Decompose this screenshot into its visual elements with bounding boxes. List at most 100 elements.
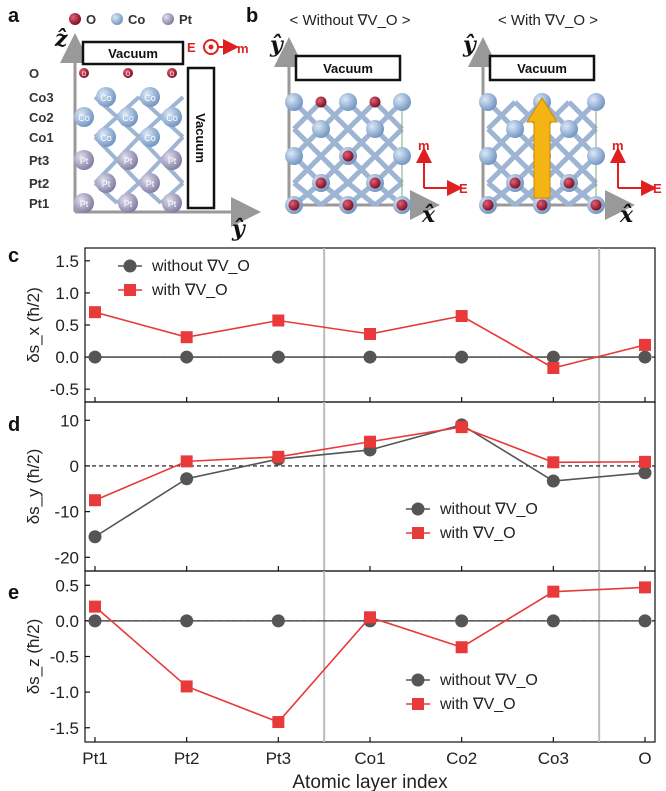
chart-e-series-0-point [546,614,560,628]
chart-c-series-1-point [639,338,651,351]
chart-c-ytick-label: 1.0 [55,284,79,303]
legend-o-label: O [86,12,96,27]
panel-a-pt-atom [162,193,182,213]
panel-b-bond [292,100,323,131]
panel-b-gradient-arrow-icon [526,97,558,199]
chart-e-xtick-label: O [638,749,651,768]
panel-a-co-atom [96,87,116,107]
chart-c: -0.50.00.51.01.5δs_x (ħ/2)without ∇V_Owi… [24,247,656,403]
chart-e-ylabel: δs_z (ħ/2) [24,619,43,695]
chart-d-series-0-point [180,472,194,486]
chart-c-series-0-point [180,350,194,364]
chart-d-series-0-point [638,466,652,480]
chart-e-series-0-point [455,614,469,628]
panel-b-o-atom [536,199,548,211]
panel-b-o-atom [590,199,602,211]
panel-b-bond [486,100,517,131]
chart-d-series-1-point [547,456,560,469]
chart-e-xtick-label: Pt3 [266,749,292,768]
panel-a-atom-label: Pt [168,156,177,166]
chart-c-legend-label-1: with ∇V_O [151,282,228,299]
chart-e-legend-marker-1 [412,698,424,710]
panel-d-letter: d [8,414,20,436]
panel-a-vacuum-top-label: Vacuum [108,46,158,61]
panel-a-pt-atom [140,173,160,193]
panel-b-bond [346,100,377,131]
chart-e-series-1-point [547,585,560,598]
panel-a-atom-label: Co [166,113,178,123]
chart-d-legend-label-0: without ∇V_O [439,501,538,518]
panel-a-co-atom [140,127,160,147]
chart-e-series-1-point [89,600,101,613]
chart-e-ytick-label: 0.0 [55,612,79,631]
panel-b-o-atom [342,150,354,162]
panel-a-atom-label: Pt [80,199,89,209]
panel-a-layer-label-5: Pt2 [29,176,49,191]
chart-e-series-0-point [88,614,102,628]
panel-b-bond [319,181,350,207]
panel-a-e-dot-icon [208,44,214,50]
chart-c-series-1-point [272,314,285,327]
panel-b-co-atom [479,147,497,165]
panel-b-co-atom [479,93,497,111]
chart-d-legend-marker-1 [412,527,424,539]
chart-d-series-1-point [455,421,468,434]
panel-b-co-atom [312,120,330,138]
chart-d-series-1-point [89,494,101,507]
panel-b-left-y-hat: ŷ [269,32,285,58]
legend-pt-label: Pt [179,12,193,27]
chart-e-ytick-label: -1.5 [50,719,79,738]
panel-a-atom-label: Pt [146,179,155,189]
panel-b-bond [486,154,517,185]
panel-b-bond [373,181,404,207]
chart-e-xtick-label: Co1 [354,749,385,768]
legend-co-swatch [111,13,123,25]
panel-a: a O Co Pt ẑ ŷ Vacuum Vacuum E m OCo3Co2C… [8,5,261,242]
chart-d-series-1-point [364,435,376,448]
panel-a-atom-label: Pt [124,199,133,209]
panel-a-o-atom [79,68,89,78]
chart-e: -1.5-1.0-0.50.00.5δs_z (ħ/2)without ∇V_O… [24,570,656,791]
panel-c-letter: c [8,245,19,267]
panel-b-co-atom [285,147,303,165]
chart-e-xtick-label: Co3 [538,749,569,768]
panel-b-right-e-label: E [653,181,662,196]
chart-e-series-0-point [180,614,194,628]
chart-c-ytick-label: 1.5 [55,252,79,271]
chart-d-series-1-point [180,455,193,468]
panel-a-letter: a [8,5,20,27]
panel-b-letter: b [246,5,258,27]
chart-d-series-1-point [639,455,651,468]
panel-b-co-atom [285,93,303,111]
panel-a-pt-atom [162,150,182,170]
panel-a-m-label: m [237,41,249,56]
panel-a-layer-label-2: Co2 [29,110,54,125]
chart-c-series-1-point [455,310,468,323]
panel-a-atom-label: Co [78,113,90,123]
panel-a-co-atom [74,107,94,127]
panel-b-right-x-hat: x̂ [619,202,634,228]
chart-c-series-0-point [546,350,560,364]
panel-a-co-atom [162,107,182,127]
panel-b-bond [292,154,323,185]
panel-a-pt-atom [118,150,138,170]
chart-c-series-0-point [88,350,102,364]
chart-e-frame [84,570,656,743]
chart-d-ylabel: δs_y (ħ/2) [24,449,43,525]
chart-e-series-1-point [364,611,376,624]
chart-c-series-0-point [638,350,652,364]
chart-e-series-1-line [94,586,646,723]
panel-b-bond [373,127,404,158]
panel-a-vacuum-top-box [81,40,185,66]
panel-a-atom-label: Pt [80,156,89,166]
panel-b-bond [346,154,377,185]
panel-b: b < Without ∇V_O > < With ∇V_O > ŷ x̂ Va… [246,5,662,228]
panel-b-o-atom [369,96,381,108]
panel-a-e-out-icon [203,39,219,55]
panel-b-right-y-hat: ŷ [462,32,478,58]
chart-e-ytick-label: -1.0 [50,683,79,702]
chart-d-ytick-label: 0 [70,457,79,476]
chart-c-legend-marker-0 [123,259,137,273]
chart-c-ytick-label: 0.0 [55,348,79,367]
chart-c-ytick-label: 0.5 [55,316,79,335]
